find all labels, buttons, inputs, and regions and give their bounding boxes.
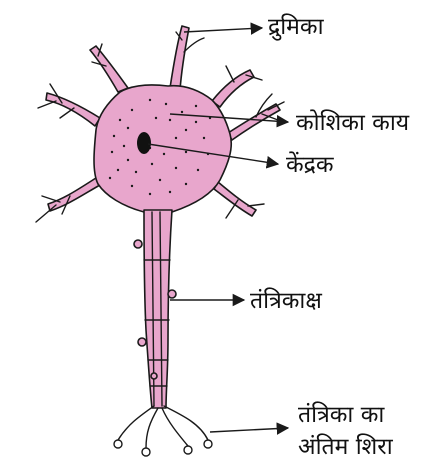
nucleus-label: केंद्रक bbox=[286, 152, 334, 178]
nerve-ending-label-line1: तंत्रिका का bbox=[298, 402, 384, 428]
cell-body bbox=[94, 85, 231, 212]
axon-label: तंत्रिकाक्ष bbox=[250, 288, 322, 314]
cell-body-label: कोशिका काय bbox=[296, 110, 409, 136]
dendrite-pointer bbox=[184, 28, 262, 32]
nerve-ending-label-line2: अंतिम शिरा bbox=[298, 434, 393, 460]
nerve-ending-pointer bbox=[210, 428, 288, 432]
axon-terminals bbox=[114, 406, 212, 456]
nucleus bbox=[137, 132, 151, 154]
dendrite-label: द्रुमिका bbox=[268, 14, 324, 40]
axon bbox=[134, 210, 176, 408]
